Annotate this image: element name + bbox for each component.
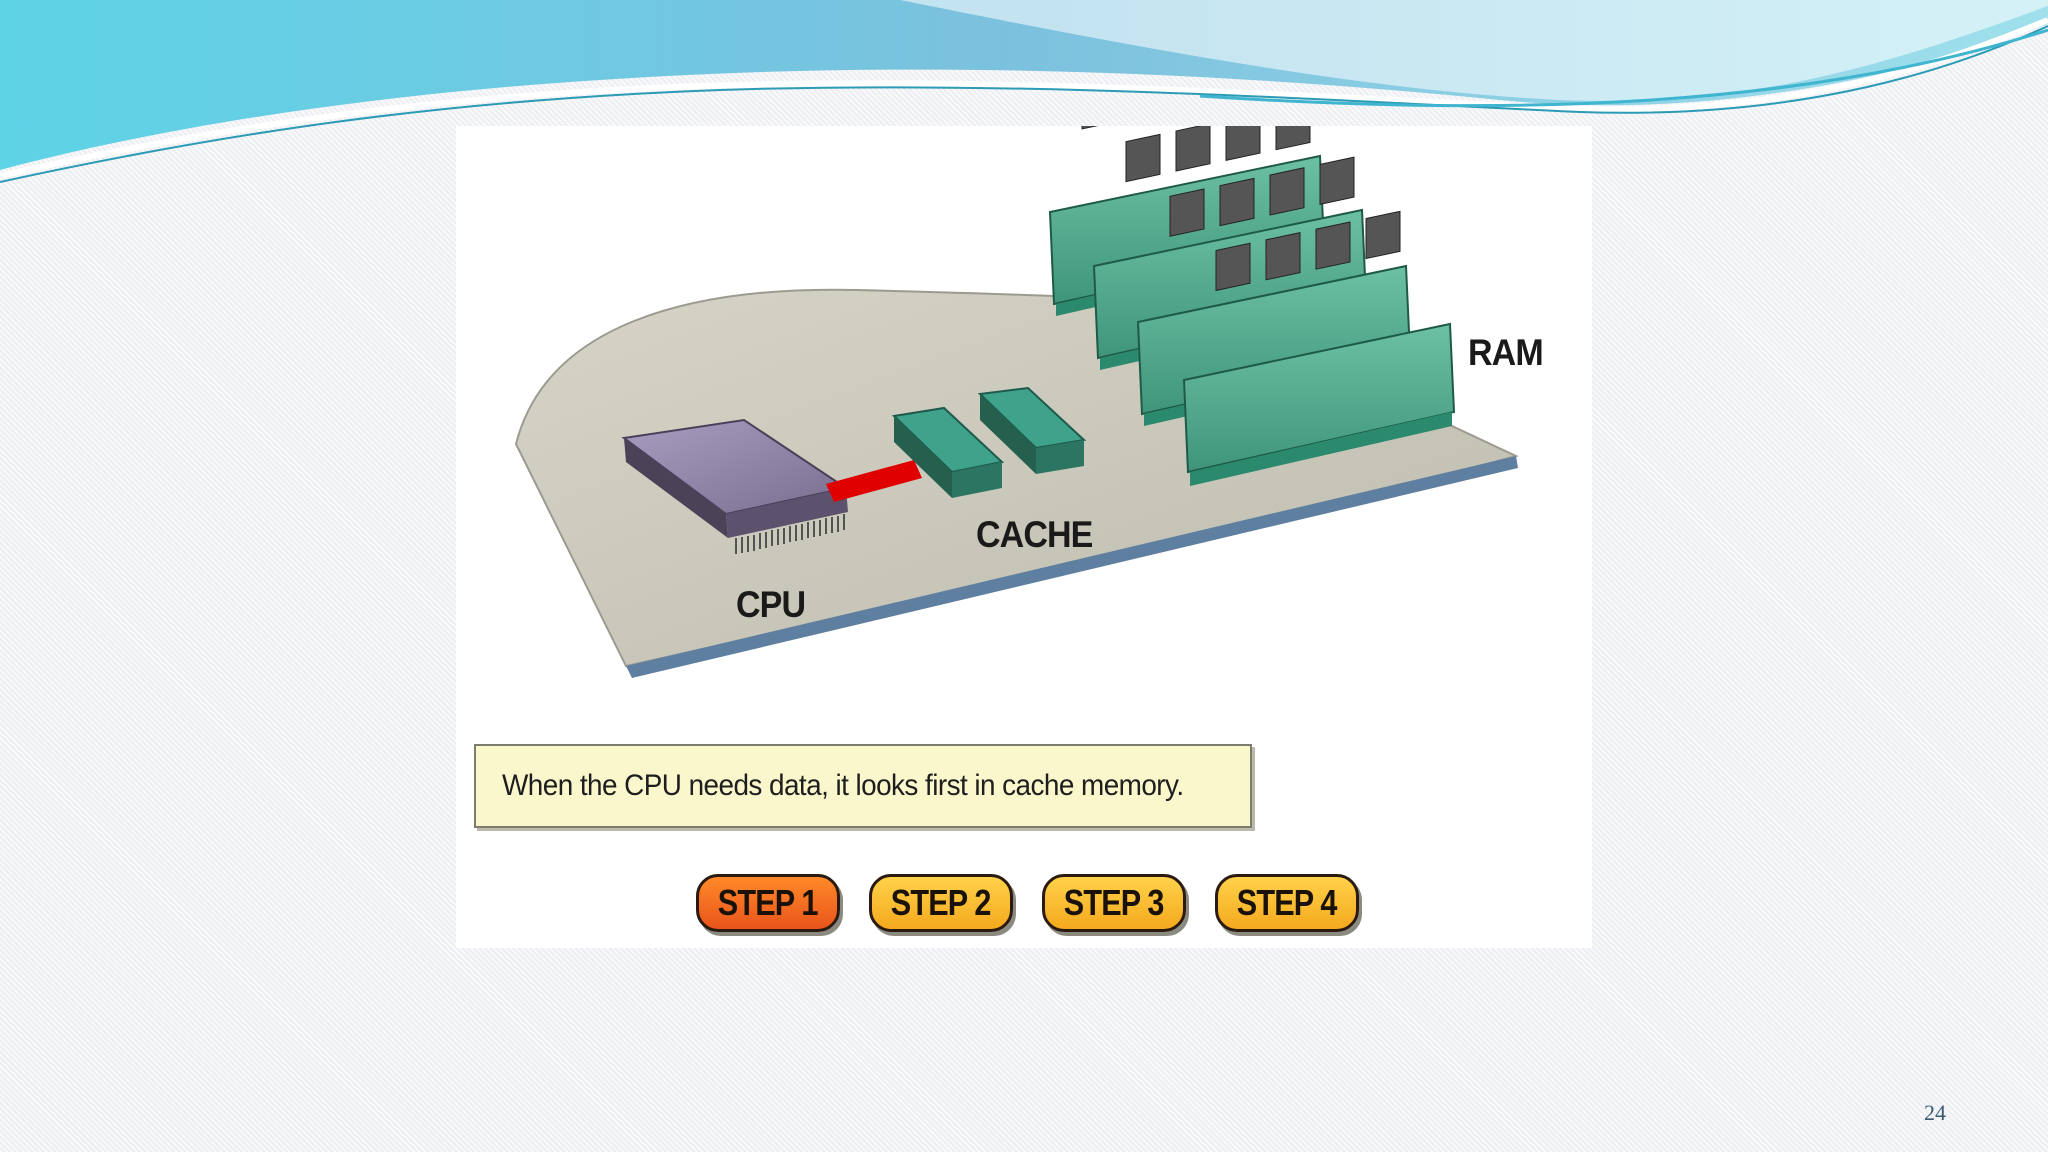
step-2-button[interactable]: STEP 2 xyxy=(869,874,1013,932)
cache-label: CACHE xyxy=(976,514,1093,555)
cache-chip-2 xyxy=(977,386,1087,474)
step-4-button[interactable]: STEP 4 xyxy=(1215,874,1359,932)
cpu-chip xyxy=(621,418,849,554)
cpu-label: CPU xyxy=(736,584,806,625)
step-3-button[interactable]: STEP 3 xyxy=(1042,874,1186,932)
ram-label: RAM xyxy=(1468,332,1544,373)
step-buttons: STEP 1 STEP 2 STEP 3 STEP 4 xyxy=(696,874,1376,938)
page-number: 24 xyxy=(1924,1100,1946,1125)
step-2-label: STEP 2 xyxy=(891,882,992,923)
step-1-button[interactable]: STEP 1 xyxy=(696,874,840,932)
cpu-cache-bus xyxy=(826,460,922,502)
step-1-label: STEP 1 xyxy=(718,882,819,923)
cache-memory-illustration xyxy=(514,126,1519,678)
cache-chip-1 xyxy=(891,406,1005,498)
caption-box: When the CPU needs data, it looks first … xyxy=(474,744,1252,828)
caption-text: When the CPU needs data, it looks first … xyxy=(502,769,1184,802)
header-wave-decoration xyxy=(0,0,2048,183)
ram-module-4 xyxy=(1182,210,1456,486)
step-3-label: STEP 3 xyxy=(1064,882,1165,923)
cache-memory-figure: RAM CACHE CPU When the CPU needs data, i… xyxy=(456,126,1592,948)
step-4-label: STEP 4 xyxy=(1237,882,1338,923)
